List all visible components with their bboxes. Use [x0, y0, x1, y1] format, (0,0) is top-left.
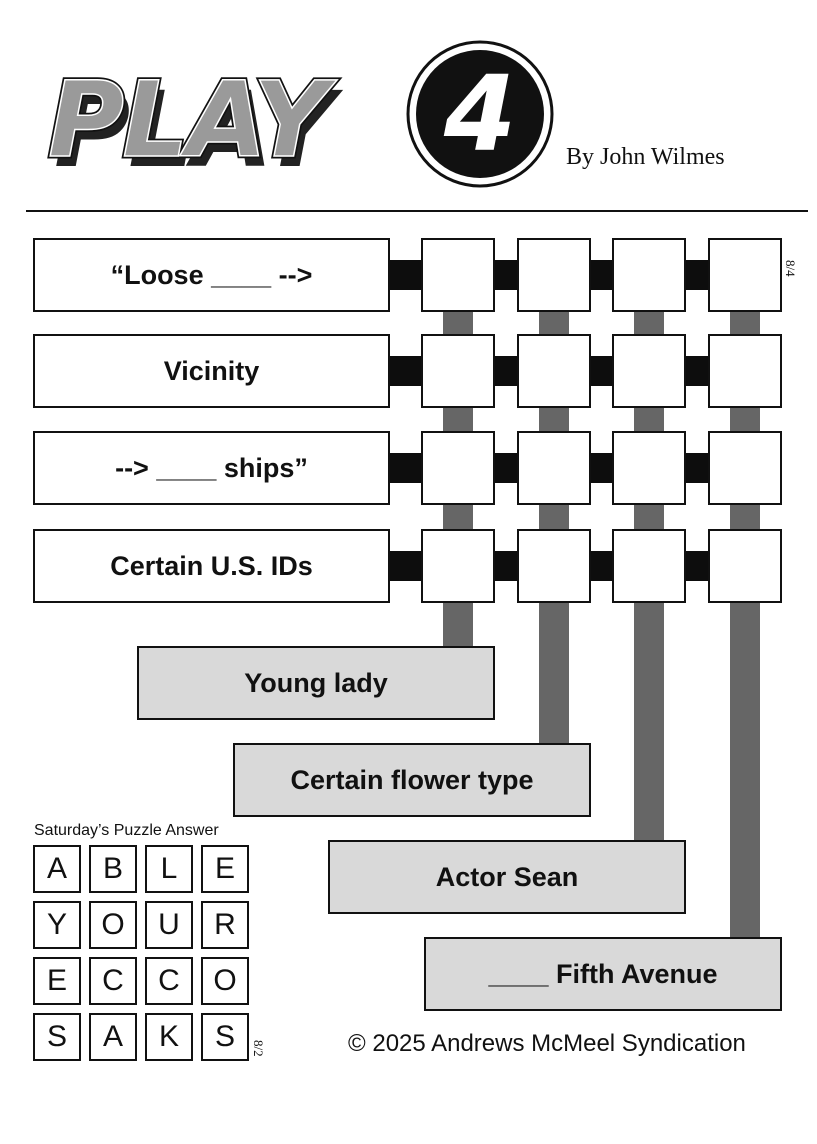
- across-connector: [591, 551, 612, 581]
- across-connector: [591, 356, 612, 386]
- across-connector: [686, 453, 708, 483]
- svg-text:PLAY: PLAY: [54, 69, 344, 191]
- answer-letter: S: [33, 1013, 81, 1061]
- answer-cell-input[interactable]: [517, 431, 591, 505]
- answer-letter: O: [89, 901, 137, 949]
- puzzle-date: 8/4: [783, 260, 798, 277]
- answer-cell-input[interactable]: [708, 334, 782, 408]
- svg-text:PLAY: PLAY: [48, 59, 338, 181]
- answer-cell-input[interactable]: [612, 238, 686, 312]
- answer-letter: A: [33, 845, 81, 893]
- answer-cell-input[interactable]: [517, 238, 591, 312]
- down-connector: [730, 312, 760, 937]
- across-clue: --> ____ ships”: [33, 431, 390, 505]
- answer-letter: Y: [33, 901, 81, 949]
- answer-date: 8/2: [251, 1040, 266, 1057]
- svg-text:4: 4: [443, 53, 516, 175]
- answer-letter: K: [145, 1013, 193, 1061]
- answer-cell-input[interactable]: [708, 431, 782, 505]
- across-connector: [390, 356, 421, 386]
- answer-letter: B: [89, 845, 137, 893]
- answer-cell-input[interactable]: [612, 529, 686, 603]
- across-clue: Certain U.S. IDs: [33, 529, 390, 603]
- answer-cell-input[interactable]: [421, 529, 495, 603]
- answer-letter: C: [145, 957, 193, 1005]
- answer-cell-input[interactable]: [517, 334, 591, 408]
- answer-letter: R: [201, 901, 249, 949]
- across-connector: [495, 551, 517, 581]
- answer-cell-input[interactable]: [612, 334, 686, 408]
- across-connector: [686, 356, 708, 386]
- answer-letter: L: [145, 845, 193, 893]
- answer-cell-input[interactable]: [708, 529, 782, 603]
- answer-letter: E: [201, 845, 249, 893]
- answer-letter: E: [33, 957, 81, 1005]
- answer-cell-input[interactable]: [612, 431, 686, 505]
- across-connector: [390, 551, 421, 581]
- down-clue: Certain flower type: [233, 743, 591, 817]
- down-clue: ____ Fifth Avenue: [424, 937, 782, 1011]
- across-connector: [591, 453, 612, 483]
- across-connector: [495, 260, 517, 290]
- play4-logo: PLAY PLAY PLAY 4: [46, 40, 554, 191]
- across-connector: [591, 260, 612, 290]
- copyright: © 2025 Andrews McMeel Syndication: [348, 1030, 746, 1057]
- answer-letter: U: [145, 901, 193, 949]
- answer-cell-input[interactable]: [517, 529, 591, 603]
- answer-letter: C: [89, 957, 137, 1005]
- answer-cell-input[interactable]: [421, 238, 495, 312]
- byline: By John Wilmes: [566, 144, 725, 170]
- across-connector: [390, 260, 421, 290]
- answer-letter: O: [201, 957, 249, 1005]
- across-connector: [390, 453, 421, 483]
- across-connector: [686, 260, 708, 290]
- across-clue: Vicinity: [33, 334, 390, 408]
- svg-text:PLAY: PLAY: [48, 59, 338, 181]
- answer-cell-input[interactable]: [708, 238, 782, 312]
- header-rule: [26, 210, 808, 212]
- answer-letter: S: [201, 1013, 249, 1061]
- across-connector: [495, 356, 517, 386]
- down-clue: Actor Sean: [328, 840, 686, 914]
- down-clue: Young lady: [137, 646, 495, 720]
- answer-cell-input[interactable]: [421, 431, 495, 505]
- answer-letter: A: [89, 1013, 137, 1061]
- across-connector: [686, 551, 708, 581]
- answer-cell-input[interactable]: [421, 334, 495, 408]
- across-connector: [495, 453, 517, 483]
- answer-title: Saturday’s Puzzle Answer: [34, 822, 219, 839]
- across-clue: “Loose ____ -->: [33, 238, 390, 312]
